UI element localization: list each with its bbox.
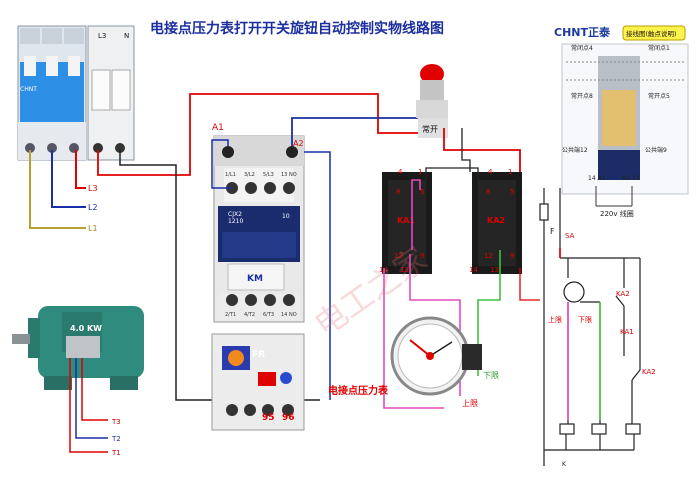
legend-common9: 公共端9 bbox=[645, 146, 667, 154]
legend-nc1: 常闭点1 bbox=[648, 44, 670, 52]
ka2-pin-14: 14 bbox=[469, 266, 478, 274]
fuse-l3-label: L3 bbox=[98, 32, 106, 40]
contactor-terminal-6: 6/T3 bbox=[263, 312, 274, 318]
ka2-pin-12: 12 bbox=[484, 252, 493, 260]
fuse-holder: L3 N bbox=[87, 25, 135, 161]
overload-relay bbox=[211, 333, 305, 431]
overload-terminal-96: 96 bbox=[282, 413, 295, 423]
overload-name: FR bbox=[252, 350, 265, 360]
motor-wire-t2: T2 bbox=[111, 435, 121, 443]
breaker-wire-l2: L2 bbox=[88, 203, 98, 212]
schematic-ka2-top-label: KA2 bbox=[616, 290, 630, 298]
schematic-f-label: F bbox=[550, 227, 555, 236]
schematic-ka1-label: KA1 bbox=[620, 328, 634, 336]
fuse-n-label: N bbox=[124, 32, 129, 40]
gauge-upper-label: 上限 bbox=[462, 399, 478, 408]
legend-no5: 常开点5 bbox=[648, 92, 670, 100]
ka1-name: KA1 bbox=[397, 216, 415, 225]
legend-a14: 14 A1 bbox=[588, 175, 606, 182]
diagram-title: 电接点压力表打开开关旋钮自动控制实物线路图 bbox=[150, 20, 444, 37]
contactor-terminal-14: 14 NO bbox=[281, 312, 297, 318]
breaker-wire-l3: L3 bbox=[88, 184, 98, 193]
ka1-pin-9: 9 bbox=[420, 252, 424, 260]
ka1-pin-1: 1 bbox=[418, 168, 422, 176]
ka2-pin-13: 13 bbox=[490, 266, 499, 274]
ka2-pin-5: 5 bbox=[510, 188, 514, 196]
breaker-wire-l1: L1 bbox=[88, 224, 98, 233]
push-button bbox=[416, 64, 448, 138]
ka2-name: KA2 bbox=[487, 216, 505, 225]
ka1-pin-13: 13 bbox=[400, 266, 409, 274]
ka2-pin-1: 1 bbox=[508, 168, 512, 176]
legend-tag: 接线图(触点说明) bbox=[626, 29, 677, 38]
contactor-a2-label: A2 bbox=[293, 139, 304, 148]
contactor-terminal-3: 3/L2 bbox=[244, 172, 255, 178]
motor-wire-t3: T3 bbox=[111, 418, 121, 426]
legend-no8: 常开点8 bbox=[571, 92, 593, 100]
contactor-model-line: 1210 bbox=[228, 218, 243, 225]
circuit-breaker: CHNT bbox=[17, 25, 87, 161]
schematic-ka2-right-label: KA2 bbox=[642, 368, 656, 376]
schematic-sa-label: SA bbox=[565, 232, 575, 240]
schematic-lower-label: 下限 bbox=[578, 315, 592, 324]
contactor-terminal-5: 5/L3 bbox=[263, 172, 274, 178]
contactor-terminal-2: 2/T1 bbox=[225, 312, 236, 318]
gauge-label: 电接点压力表 bbox=[328, 384, 389, 397]
legend-brand: CHNT正泰 bbox=[554, 25, 611, 39]
legend-coil: 220v 线圈 bbox=[600, 209, 634, 218]
breaker-brand: CHNT bbox=[20, 86, 37, 93]
ka1-pin-4: 4 bbox=[398, 168, 403, 176]
contactor-terminal-1: 1/L1 bbox=[225, 172, 236, 178]
ka2-pin-9: 9 bbox=[510, 252, 514, 260]
contactor-rating: 10 bbox=[282, 213, 290, 220]
relay-ka2 bbox=[472, 172, 522, 274]
legend-common12: 公共端12 bbox=[562, 146, 588, 154]
ka1-pin-8: 8 bbox=[396, 188, 400, 196]
contactor-terminal-4: 4/T2 bbox=[244, 312, 255, 318]
contactor-terminal-13: 13 NO bbox=[281, 172, 297, 178]
ka1-pin-12: 12 bbox=[394, 252, 403, 260]
relay-ka1 bbox=[382, 172, 432, 274]
schematic-upper-label: 上限 bbox=[548, 315, 562, 324]
relay-pinout-legend bbox=[561, 43, 689, 195]
gauge-lower-label: 下限 bbox=[483, 371, 499, 380]
legend-a13: A2 13 bbox=[622, 175, 640, 182]
contactor-name: KM bbox=[247, 274, 263, 284]
contactor-model-line: CJX2 bbox=[228, 211, 242, 218]
motor-wire-t1: T1 bbox=[111, 449, 121, 457]
ka2-pin-4: 4 bbox=[488, 168, 493, 176]
schematic-bottom-label: K bbox=[562, 461, 567, 468]
legend-nc4: 常闭点4 bbox=[571, 44, 593, 52]
overload-terminal-95: 95 bbox=[262, 413, 275, 423]
contactor bbox=[213, 135, 305, 323]
control-schematic bbox=[539, 188, 641, 466]
contactor-a1-label: A1 bbox=[212, 123, 224, 133]
pressure-gauge bbox=[390, 316, 482, 396]
motor-power: 4.0 KW bbox=[70, 324, 102, 333]
ka1-pin-5: 5 bbox=[420, 188, 424, 196]
motor bbox=[12, 306, 144, 390]
push-button-label: 常开 bbox=[422, 125, 438, 134]
ka2-pin-8: 8 bbox=[486, 188, 490, 196]
